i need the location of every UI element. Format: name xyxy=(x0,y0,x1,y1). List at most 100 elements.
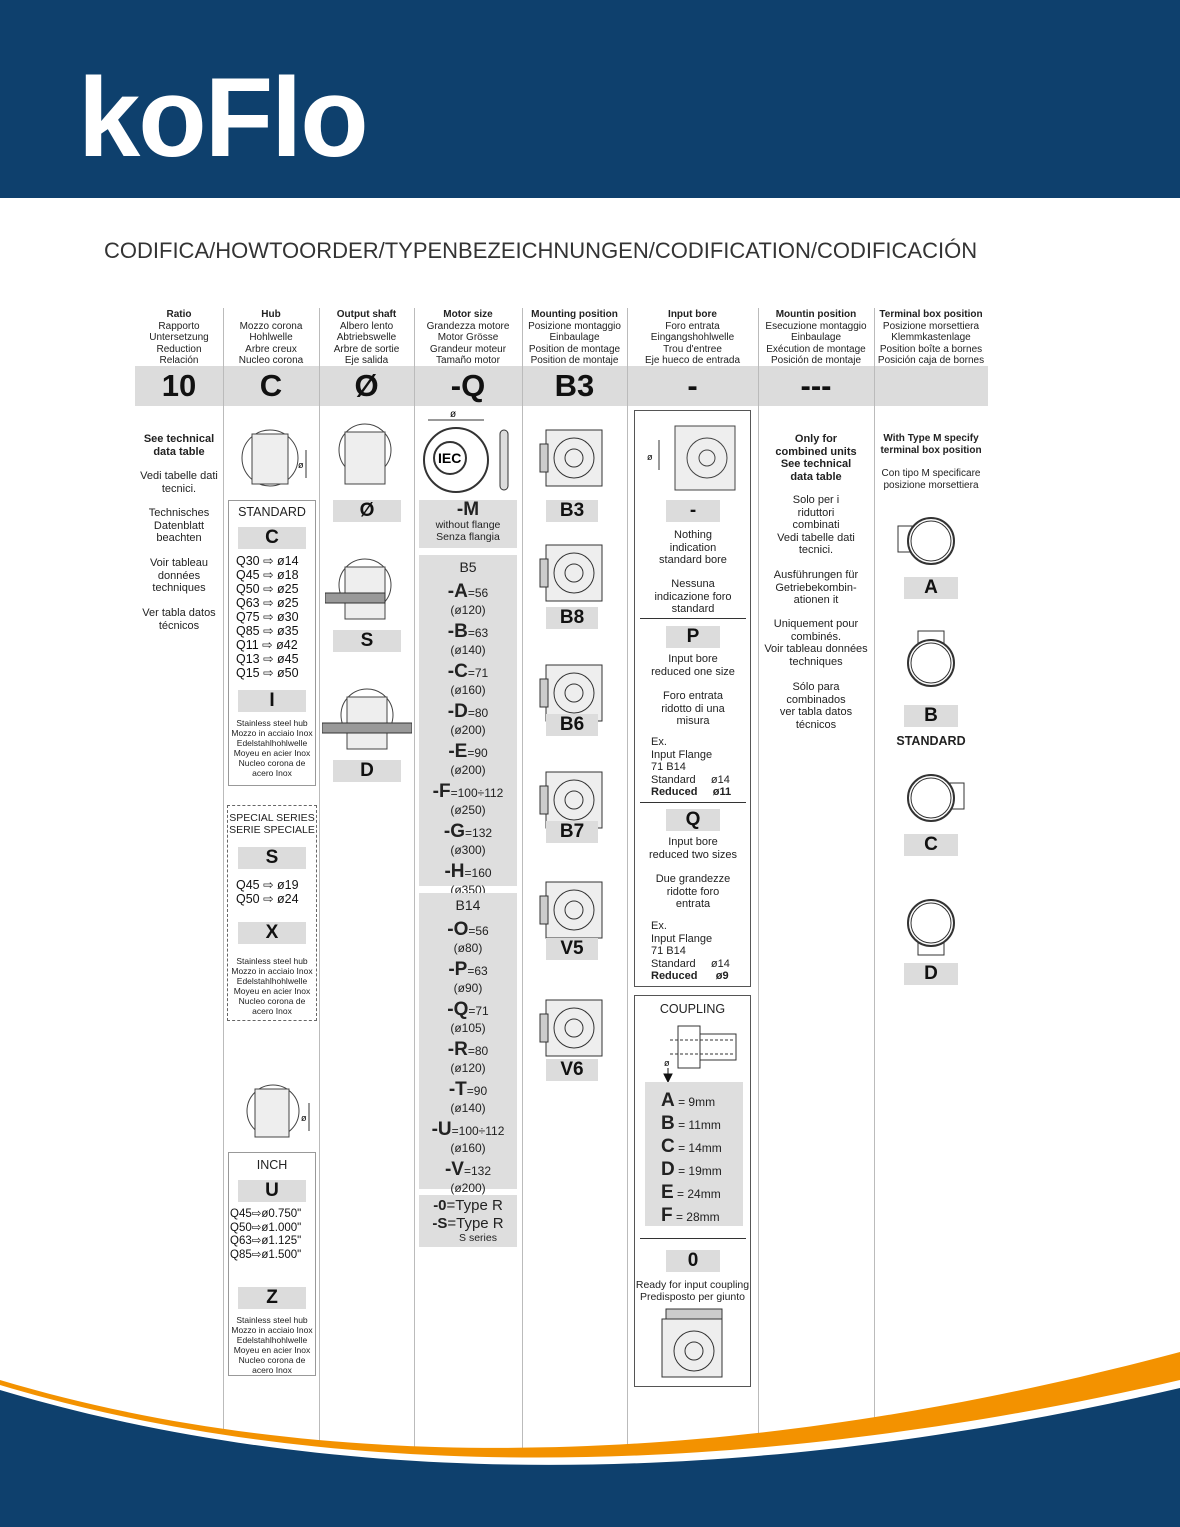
column-subtitle: Posizione montaggio xyxy=(528,320,621,332)
column-subtitle: Arbre creux xyxy=(245,343,297,355)
motor-flange-diameter: (ø160) xyxy=(450,1141,486,1155)
text-line: Stainless steel hub xyxy=(236,1315,308,1325)
motor-size-option: -T=90 xyxy=(419,1080,517,1101)
text-line: Voir tableau données xyxy=(764,643,868,655)
hub-special-box xyxy=(227,805,317,1021)
column-title: Terminal box position xyxy=(879,309,983,320)
code-terminal-box-position xyxy=(874,366,988,406)
motor-size-frame: =63 xyxy=(467,964,488,978)
text-line: combinés. xyxy=(790,630,842,643)
code-output-shaft: Ø xyxy=(354,368,379,403)
page-title: CODIFICA/HOWTOORDER/TYPENBEZEICHNUNGEN/C… xyxy=(104,238,978,263)
text-line: Moyeu en acier Inox xyxy=(233,986,311,996)
motor-size-code: -C xyxy=(447,661,468,682)
column-title: Output shaft xyxy=(336,309,397,320)
mounting-v6-drawing-icon xyxy=(539,999,603,1057)
motor-size-option: -R=80 xyxy=(419,1040,517,1061)
text-line: Con tipo M specificare xyxy=(881,468,981,479)
divider xyxy=(640,618,746,619)
hub-code-u: U xyxy=(238,1180,306,1202)
column-subtitle: Einbaulage xyxy=(549,332,600,343)
text-line: Input bore xyxy=(668,836,718,848)
divider xyxy=(640,1238,746,1239)
column-subtitle: Position de montage xyxy=(528,343,621,355)
coupling-code: C xyxy=(661,1136,675,1157)
motor-size-frame: =100÷112 xyxy=(451,1124,505,1138)
motor-size-code: -B xyxy=(447,621,468,642)
text-line: Q13 ⇨ ø45 xyxy=(236,652,299,666)
header-banner xyxy=(0,0,1180,198)
iec-label: IEC xyxy=(438,450,461,466)
code-hub: C xyxy=(259,368,283,403)
column-subtitle: Motor Grösse xyxy=(437,332,499,343)
text-line: Q63⇨ø1.125" xyxy=(230,1235,302,1247)
text-line: Sólo para xyxy=(792,681,840,693)
text-line: Q11 ⇨ ø42 xyxy=(236,638,298,652)
motor-flange-diameter: (ø90) xyxy=(453,981,483,995)
motor-size-option: -A=56 xyxy=(419,582,517,603)
text-line: Ex. xyxy=(651,736,667,748)
text-line: Solo per i xyxy=(792,494,840,506)
input-code-p: P xyxy=(666,626,720,648)
text-line: standard bore xyxy=(659,554,727,566)
hub-code-z: Z xyxy=(238,1287,306,1309)
coupling-bore: = 28mm xyxy=(675,1210,720,1224)
brand-logo: koFlo xyxy=(78,55,369,180)
text-line: Mozzo in acciaio Inox xyxy=(231,728,313,738)
text-line: entrata xyxy=(675,898,711,910)
text-line: Q75 ⇨ ø30 xyxy=(236,610,299,624)
column-subtitle: Nucleo corona xyxy=(238,355,304,366)
ratio-note: Ver tabla datos técnicos xyxy=(142,607,216,632)
hub-code-x: X xyxy=(238,922,306,944)
output-code-none: Ø xyxy=(333,500,401,522)
column-title: Motor size xyxy=(443,309,493,320)
mounting-b3-drawing-icon xyxy=(539,429,603,487)
column-subtitle: Tamaño motor xyxy=(436,355,500,366)
text-line: ridotto di una xyxy=(661,702,725,715)
coupling-bore: = 9mm xyxy=(678,1095,716,1109)
motor-size-option: -E=90 xyxy=(419,742,517,763)
coupling-size: D = 19mm xyxy=(661,1159,743,1182)
hub-inch-box xyxy=(228,1152,316,1376)
motor-size-option: -G=132 xyxy=(419,822,517,843)
mounting-code-b3: B3 xyxy=(546,500,598,522)
text-line: Q63 ⇨ ø25 xyxy=(236,596,299,610)
input-bore-box xyxy=(634,410,751,987)
mounting-v5-drawing-icon xyxy=(539,881,603,939)
motor-flange-diameter: (ø160) xyxy=(450,683,486,697)
column-subtitle: Exécution de montage xyxy=(766,343,866,355)
text-line: combinados xyxy=(786,693,846,706)
terminal-code-d: D xyxy=(904,963,958,985)
text-line: Vedi tabelle dati xyxy=(777,531,855,544)
output-shaft-double-icon xyxy=(322,688,412,750)
column-subtitle: Posizione morsettiera xyxy=(882,320,980,332)
text-line: ridotte foro xyxy=(666,885,720,898)
motor-size-option: -U=100÷112 xyxy=(419,1120,517,1141)
text-line: ver tabla datos xyxy=(779,706,853,718)
motor-flange-diameter: (ø120) xyxy=(450,1061,486,1075)
text-line: combined units xyxy=(775,445,857,458)
coupling-size: A = 9mm xyxy=(661,1090,743,1113)
column-subtitle: Relación xyxy=(159,355,199,366)
motor-size-option: -V=132 xyxy=(419,1160,517,1181)
text-line: Mozzo in acciaio Inox xyxy=(231,966,313,976)
output-code-s: S xyxy=(333,630,401,652)
motor-size-code: -G xyxy=(443,821,466,842)
text-line: Edelstahlhohlwelle xyxy=(236,1335,308,1345)
text-line: Q50⇨ø1.000" xyxy=(230,1221,302,1234)
column-title: Hub xyxy=(261,309,281,320)
motor-size-frame: =132 xyxy=(465,826,493,840)
text-line: indicazione foro xyxy=(654,590,732,603)
